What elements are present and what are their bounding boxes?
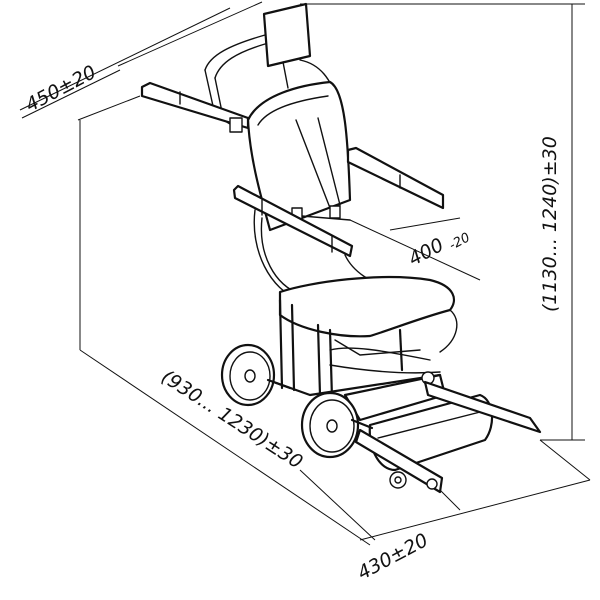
- armrest: [232, 184, 354, 258]
- headrest: [262, 2, 312, 68]
- front-wheel: [300, 391, 360, 459]
- dim-width-top: 450±20: [22, 61, 100, 116]
- dim-height-right: (1130... 1240)±30: [539, 136, 561, 312]
- rear-wheel: [220, 343, 276, 407]
- seat: [278, 276, 455, 338]
- dimension-lines: [19, 1, 591, 546]
- right-handle: [346, 146, 445, 210]
- chair-figure: [140, 2, 542, 494]
- dim-seat-depth: 400: [405, 234, 447, 270]
- dim-width-bottom: 430±20: [354, 529, 432, 584]
- dim-seat-depth-tolerance: -20: [447, 230, 473, 253]
- left-handle: [140, 81, 250, 130]
- front-arm: [354, 428, 444, 494]
- rear-arm: [423, 380, 542, 434]
